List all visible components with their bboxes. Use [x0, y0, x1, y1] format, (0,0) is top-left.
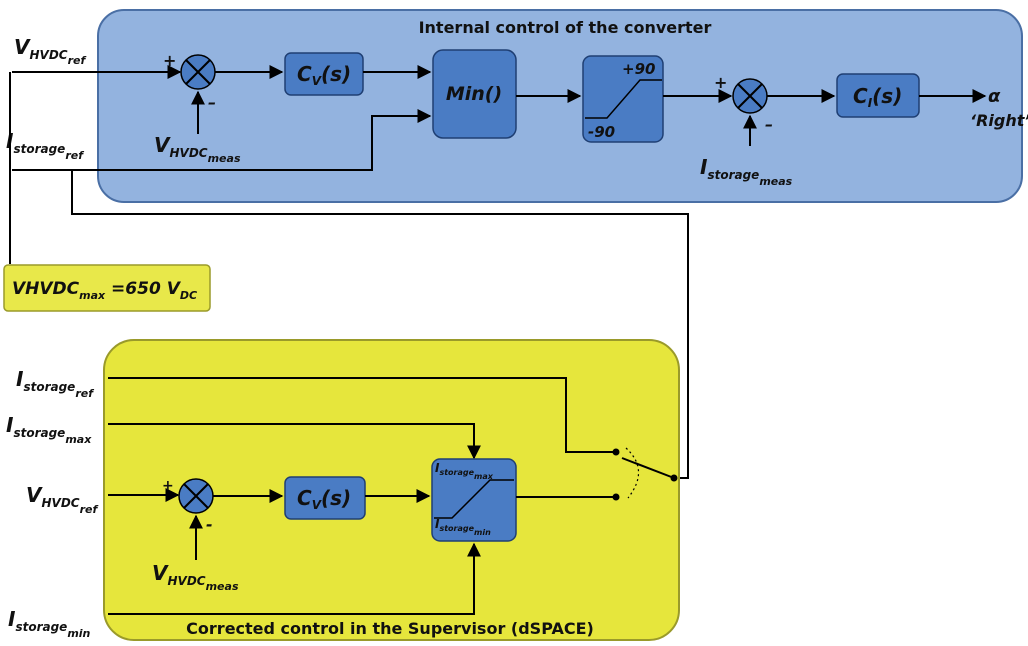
- bottom-sat-upper-label: Istoragemax: [435, 461, 494, 481]
- bottom-cv-label: CV(s): [297, 486, 351, 512]
- bottom-istorage-max-label: Istoragemax: [6, 413, 92, 446]
- bottom-sum-plus-sign: +: [162, 478, 174, 494]
- switch-arm[interactable]: [621, 457, 675, 479]
- bottom-sat-lower-label: Istoragemin: [435, 517, 491, 537]
- wire-imin-to-sat: [108, 542, 481, 615]
- top-input-vhvdc-ref-label: VHVDCref: [14, 35, 86, 67]
- bottom-saturation-curve: [434, 479, 514, 519]
- bottom-vhvdc-meas-label: VHVDCmeas: [152, 561, 239, 593]
- wire-imax-to-sat: [108, 423, 481, 460]
- sum2-minus-sign: –: [765, 115, 773, 134]
- wire-bottom-iref-to-switch: [108, 377, 614, 453]
- switch-contact-upper: [612, 448, 620, 456]
- top-cv-label: CV(s): [297, 62, 351, 88]
- bottom-vhvdc-ref-label: VHVDCref: [26, 483, 98, 516]
- sat-lower-label: -90: [588, 123, 615, 141]
- ci-label: CI(s): [853, 84, 902, 110]
- internal-control-title: Internal control of the converter: [419, 18, 712, 37]
- bottom-cv-block: [284, 476, 366, 520]
- output-right-label: ‘Right’: [970, 111, 1028, 130]
- bottom-istorage-min-label: Istoragemin: [8, 607, 91, 640]
- sum2-plus-sign: +: [714, 73, 727, 92]
- min-block: [432, 49, 517, 139]
- output-alpha-label: α: [988, 86, 1001, 107]
- vhvdc-max-box: [3, 264, 211, 312]
- wire-iref-to-min: [12, 109, 432, 171]
- min-block-label: Min(): [446, 83, 502, 105]
- top-input-istorage-ref-label: Istorageref: [6, 129, 84, 162]
- wire-iref-to-switch: [71, 169, 689, 479]
- sum1-minus-sign: –: [208, 93, 216, 112]
- switch-contact-lower: [612, 493, 620, 501]
- top-cv-block: [284, 52, 364, 96]
- vhvdc-max-label: VHVDCmax =650 VDC: [12, 279, 197, 302]
- top-saturation-curve: [585, 79, 662, 119]
- top-istorage-meas-label: Istoragemeas: [700, 155, 793, 188]
- bottom-sum-minus-sign: -: [206, 515, 213, 534]
- supervisor-panel-title: Corrected control in the Supervisor (dSP…: [186, 619, 594, 638]
- sum1-plus-sign: +: [163, 51, 176, 70]
- sat-upper-label: +90: [622, 60, 655, 78]
- supervisor-panel: [103, 339, 680, 641]
- bottom-istorage-ref-label: Istorageref: [16, 367, 94, 400]
- switch-dotted-arc: [625, 447, 640, 499]
- top-vhvdc-meas-label: VHVDCmeas: [154, 133, 241, 165]
